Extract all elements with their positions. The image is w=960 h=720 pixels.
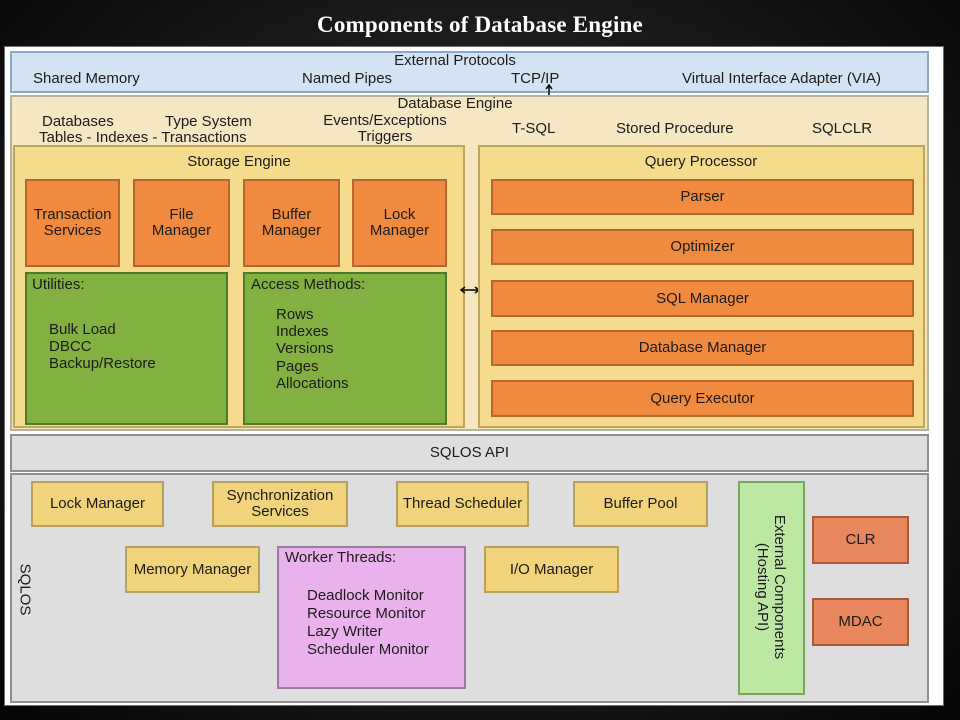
access-rows: Rows	[276, 306, 314, 323]
utilities-box	[25, 272, 228, 425]
protocol-named-pipes: Named Pipes	[302, 70, 393, 87]
sqlos-label: SQLOS	[16, 563, 34, 616]
worker-scheduler-monitor: Scheduler Monitor	[307, 641, 429, 658]
transaction-services-box: Transaction Services	[25, 179, 120, 267]
access-versions: Versions	[276, 340, 334, 357]
utility-backup-restore: Backup/Restore	[49, 355, 156, 372]
utility-dbcc: DBCC	[49, 338, 92, 355]
query-processor-heading: Query Processor	[644, 153, 758, 170]
lock-manager-storage-box: Lock Manager	[352, 179, 447, 267]
worker-lazy-writer: Lazy Writer	[307, 623, 383, 640]
memory-manager-box: Memory Manager	[125, 546, 260, 593]
clr-box: CLR	[812, 516, 909, 564]
access-indexes: Indexes	[276, 323, 329, 340]
worker-threads-box	[277, 546, 466, 689]
label-events-exceptions: Events/Exceptions	[323, 112, 447, 129]
label-tsql: T-SQL	[512, 120, 556, 137]
mdac-box: MDAC	[812, 598, 909, 646]
sqlos-api-box: SQLOS API	[10, 434, 929, 472]
external-components-label: External Components (Hosting API)	[754, 514, 788, 660]
worker-threads-heading: Worker Threads:	[285, 549, 397, 566]
lock-manager-sqlos-box: Lock Manager	[31, 481, 164, 527]
utilities-heading: Utilities:	[32, 276, 85, 293]
access-pages: Pages	[276, 358, 319, 375]
storage-engine-heading: Storage Engine	[187, 153, 291, 170]
access-allocations: Allocations	[276, 375, 349, 392]
optimizer-box: Optimizer	[491, 229, 914, 265]
thread-scheduler-box: Thread Scheduler	[396, 481, 529, 527]
label-tables-indexes-transactions: Tables - Indexes - Transactions	[39, 129, 247, 146]
file-manager-box: File Manager	[133, 179, 230, 267]
external-protocols-heading: External Protocols	[394, 52, 516, 69]
label-type-system: Type System	[165, 113, 252, 130]
buffer-manager-box: Buffer Manager	[243, 179, 340, 267]
protocol-tcp-ip: TCP/IP	[511, 70, 560, 87]
worker-deadlock-monitor: Deadlock Monitor	[307, 587, 424, 604]
label-databases: Databases	[42, 113, 114, 130]
synchronization-services-box: Synchronization Services	[212, 481, 348, 527]
worker-resource-monitor: Resource Monitor	[307, 605, 426, 622]
sql-manager-box: SQL Manager	[491, 280, 914, 317]
access-methods-box	[243, 272, 447, 425]
protocol-shared-memory: Shared Memory	[33, 70, 140, 87]
query-executor-box: Query Executor	[491, 380, 914, 417]
database-engine-heading: Database Engine	[397, 95, 513, 112]
page-title: Components of Database Engine	[317, 12, 643, 37]
label-stored-procedure: Stored Procedure	[616, 120, 734, 137]
access-methods-heading: Access Methods:	[251, 276, 366, 293]
database-manager-box: Database Manager	[491, 330, 914, 366]
label-triggers: Triggers	[357, 128, 413, 145]
io-manager-box: I/O Manager	[484, 546, 619, 593]
buffer-pool-box: Buffer Pool	[573, 481, 708, 527]
protocol-via: Virtual Interface Adapter (VIA)	[682, 70, 881, 87]
label-sqlclr: SQLCLR	[812, 120, 873, 137]
utility-bulk-load: Bulk Load	[49, 321, 116, 338]
external-protocols-box	[10, 51, 929, 93]
external-components-box	[738, 481, 805, 695]
parser-box: Parser	[491, 179, 914, 215]
diagram-canvas: External Protocols Shared Memory Named P…	[4, 46, 944, 706]
